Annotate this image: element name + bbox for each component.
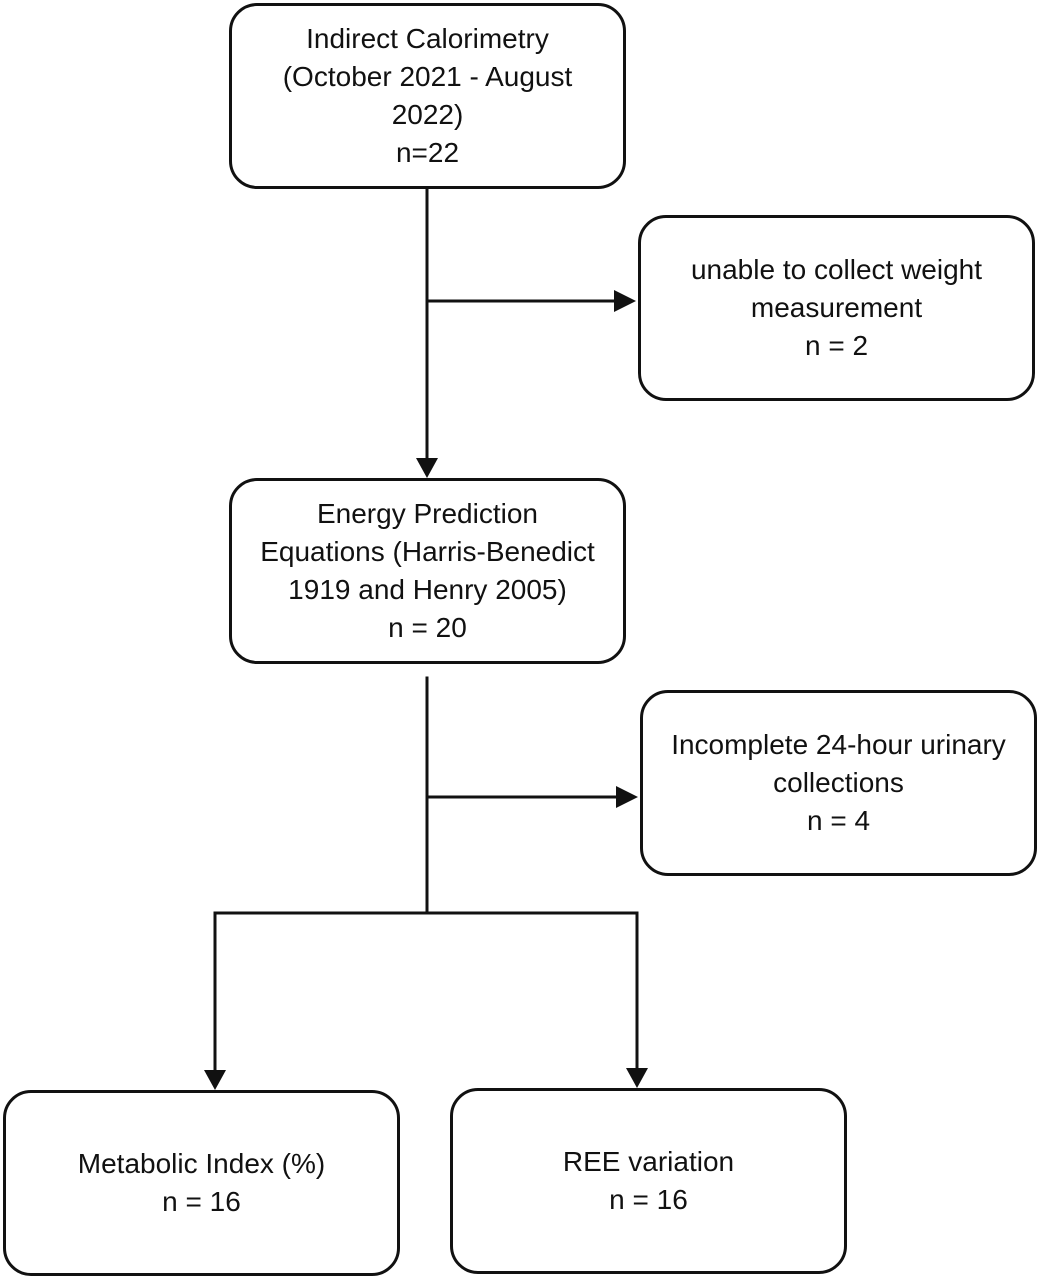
- arrowhead-to-ree: [626, 1068, 648, 1088]
- node-text-line: REE variation: [562, 1146, 735, 1177]
- node-text-line: 1919 and Henry 2005): [288, 574, 567, 605]
- node-text-line: (October 2021 - August: [282, 61, 573, 92]
- node-energy-prediction: Energy Prediction Equations (Harris-Bene…: [229, 478, 626, 664]
- arrowhead-to-epe: [416, 458, 438, 478]
- node-count: n = 20: [388, 612, 467, 643]
- node-count: n = 2: [804, 330, 869, 361]
- node-text-line: Incomplete 24-hour urinary: [671, 729, 1006, 760]
- node-text-line: Energy Prediction: [316, 498, 538, 529]
- node-metabolic-index: Metabolic Index (%) n = 16: [3, 1090, 400, 1276]
- node-count: n = 16: [609, 1184, 688, 1215]
- node-text-line: unable to collect weight: [690, 254, 983, 285]
- arrowhead-to-weight: [614, 290, 636, 312]
- arrowhead-to-mi: [204, 1070, 226, 1090]
- arrowhead-to-urine: [616, 786, 638, 808]
- node-weight-exclusion: unable to collect weight measurement n =…: [638, 215, 1035, 401]
- node-text-line: measurement: [750, 292, 923, 323]
- node-count: n = 4: [806, 805, 871, 836]
- node-indirect-calorimetry: Indirect Calorimetry (October 2021 - Aug…: [229, 3, 626, 189]
- node-count: n=22: [395, 137, 460, 168]
- node-count: n = 16: [162, 1186, 241, 1217]
- node-text-line: Indirect Calorimetry: [306, 23, 549, 54]
- node-text-line: Equations (Harris-Benedict: [260, 536, 595, 567]
- node-text-line: collections: [773, 767, 904, 798]
- node-text-line: 2022): [391, 99, 464, 130]
- node-text-line: Metabolic Index (%): [77, 1148, 326, 1179]
- node-ree-variation: REE variation n = 16: [450, 1088, 847, 1274]
- node-urinary-exclusion: Incomplete 24-hour urinary collections n…: [640, 690, 1037, 876]
